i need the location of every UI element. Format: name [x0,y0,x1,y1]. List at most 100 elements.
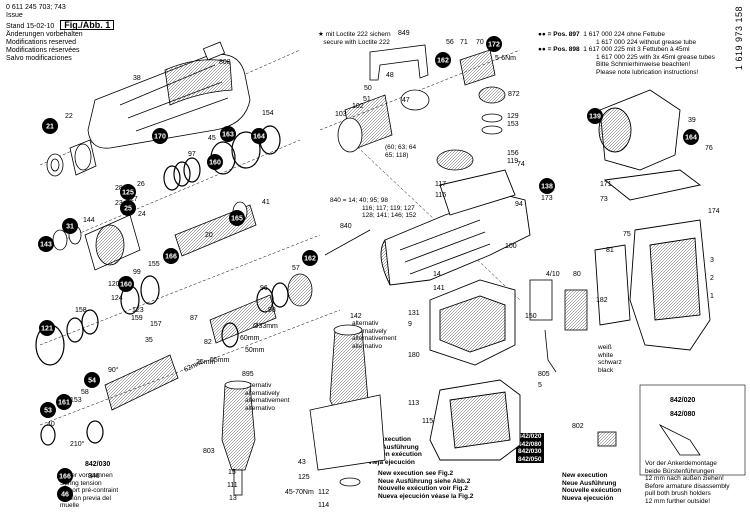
part-number-51: 51 [363,96,371,103]
part-number-111: 111 [227,482,238,489]
part-number-156: 156 [507,150,519,157]
part-number-159: 159 [131,315,143,322]
part-callout-circle [207,154,223,170]
part-callout-circle [84,372,100,388]
part-number-46: 46 [61,492,69,499]
handle [594,219,711,351]
part-number-119: 119 [507,158,518,165]
end-cap [598,89,681,171]
part-number-116: 116 [435,192,446,199]
part-number-70: 70 [476,39,484,46]
new-fig2-es: Nueva ejecución véase la Fig.2 [378,492,474,500]
part-callout-circle [486,36,502,52]
document-header: 0 611 245 703; 743 Issue Stand 15-02-10 … [6,4,115,63]
brush-line-2: beide Bürstenführungen [645,467,715,475]
part-number-26: 26 [137,181,145,188]
alt-895-line-1: alternativ [245,382,272,389]
part-number-75: 75 [623,231,631,238]
part-callout-circle [539,178,555,194]
part-number-112: 112 [318,489,329,496]
part-number-802: 802 [572,423,584,430]
part-number-99: 99 [133,269,141,276]
part-callout-circle [163,248,179,264]
part-number-1: 1 [710,293,714,300]
part-number-172: 172 [488,42,500,49]
issue-date: 15-02-10 [26,23,55,30]
part-number-125: 125 [298,474,310,481]
dim-25mm: 25mm [196,359,216,366]
part-number-28: 28 [115,185,123,192]
set-840-line-3: 128; 141; 146; 152 [362,212,417,219]
part-number-3: 3 [710,257,714,264]
old-codes: 842/020 842/080 842/030 842/050 [516,433,546,463]
part-number-113: 113 [408,400,419,407]
part-number-81: 81 [606,247,614,254]
part-number-114: 114 [318,502,329,509]
changes-line-1: Änderungen vorbehalten [6,31,83,38]
set-860-line-2: 65; 118) [385,151,409,159]
part-number-124: 124 [111,295,123,302]
part-number-174: 174 [708,208,720,215]
wire-colors: weiß white schwarz black [598,344,622,374]
new-fig2-en: New execution see Fig.2 [378,470,454,477]
part-number-117: 117 [435,181,446,188]
armature-center [309,324,386,487]
part-number-80: 80 [573,271,581,278]
part-number-166: 166 [165,254,177,261]
part-number-76: 76 [705,145,713,152]
part-number-94: 94 [515,201,523,208]
part-number-162: 162 [437,58,449,65]
part-number-57: 57 [292,265,300,272]
changes-line-3: Modifications réservées [6,47,80,54]
part-number-153: 153 [507,121,519,128]
part-number-27: 27 [130,196,138,203]
part-number-22: 22 [65,113,73,120]
set-860-line-1: (60; 63; 64 [385,144,417,151]
part-number-125: 125 [122,190,134,197]
part-number-171: 171 [600,181,612,188]
part-number-98: 98 [268,307,276,314]
part-callout-circle [57,468,73,484]
part-number-23: 23 [115,200,123,207]
part-number-45: 45 [208,135,216,142]
alt-142-line-1: alternativ [352,320,379,327]
part-number-872: 872 [508,91,520,98]
chuck-parts [46,139,97,177]
grease-line-6: Please note lubrication instructions! [596,68,699,76]
part-number-43: 43 [298,459,306,466]
gear-set-middle [52,201,257,271]
part-number-182: 182 [596,297,608,304]
ring-row-3 [40,322,239,446]
loctite-line-1: mit Loctite 222 sichern [325,31,391,38]
part-number-115: 115 [422,418,433,425]
loctite-line-2: secure with Loctite 222 [323,38,390,46]
spring-line-4: tensión previa del [60,494,111,502]
part-callout-circle [152,128,168,144]
part-number-38: 38 [133,75,141,82]
part-callout-circle [220,126,236,142]
part-callout-circle [56,394,72,410]
brush-line-3: 12 mm nach außen ziehen! [645,475,724,482]
part-number-82: 82 [204,339,212,346]
alt-142: alternativ alternatively alternativement… [352,320,396,350]
old-execution-legend: Old execution Alte Ausführung Ancien exé… [368,436,422,466]
part-callout-circle [39,320,55,336]
part-callout-circle [683,129,699,145]
part-number-150: 150 [525,313,537,320]
part-number-40: 40 [47,421,55,428]
part-number-41: 41 [262,199,270,206]
set-840: 840 = 14; 40; 95; 98 116; 117; 119; 127 … [330,197,416,220]
part-callout-circle [38,236,54,252]
part-number-142: 142 [350,313,362,320]
new-exec-fr: Nouvelle exécution [562,487,622,494]
part-callout-circle [251,128,267,144]
set-860: (60; 63; 64 65; 118) [385,144,416,159]
part-number-123: 123 [132,307,144,314]
part-number-131: 131 [408,310,420,317]
switch [529,279,588,373]
part-number-47: 47 [402,97,410,104]
part-number-173: 173 [541,195,553,202]
alt-895: alternativ alternatively alternativement… [245,382,289,412]
code-842-020: 842/020 [670,397,695,404]
